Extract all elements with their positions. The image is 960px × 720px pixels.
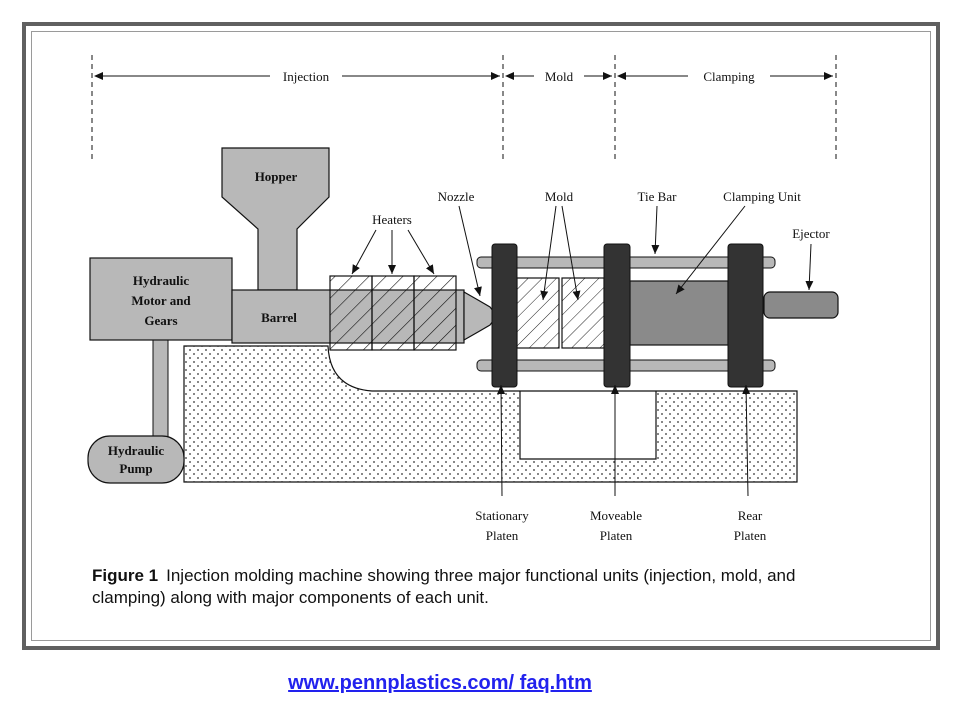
moveable-platen: [603, 243, 631, 388]
heater-band-2: [371, 275, 415, 351]
stationary-platen: [491, 243, 518, 388]
mold-callout: Mold: [545, 189, 574, 204]
section-label-clamping: Clamping: [703, 69, 755, 84]
pump-column: [152, 334, 169, 446]
pump-label-line1: Hydraulic: [108, 443, 165, 458]
figure-inner-border: [31, 31, 931, 641]
hopper-label: Hopper: [255, 169, 298, 184]
rear-platen-label-line2: Platen: [734, 528, 767, 543]
section-label-injection: Injection: [283, 69, 330, 84]
mold-half-stationary: [516, 277, 560, 349]
moveable-platen-label-line1: Moveable: [590, 508, 642, 523]
motor-label-line2: Motor and: [131, 293, 191, 308]
clamping-unit-callout: Clamping Unit: [723, 189, 801, 204]
figure-label: Figure 1: [92, 566, 159, 585]
section-dimension-lines: [91, 55, 837, 160]
motor-label-line3: Gears: [144, 313, 177, 328]
heaters-callout: Heaters: [372, 212, 412, 227]
tie-bar-callout: Tie Bar: [638, 189, 678, 204]
motor-label-line1: Hydraulic: [133, 273, 190, 288]
ejector-callout: Ejector: [792, 226, 830, 241]
heater-band-3: [413, 275, 457, 351]
machine-base: [183, 345, 798, 483]
pump-label-line2: Pump: [119, 461, 152, 476]
ejector-rod: [763, 291, 839, 319]
nozzle-callout: Nozzle: [438, 189, 475, 204]
stationary-platen-label-line2: Platen: [486, 528, 519, 543]
rear-platen-label-line1: Rear: [738, 508, 763, 523]
hydraulic-pump: [87, 435, 185, 484]
nozzle: [463, 290, 495, 342]
figure-caption-text: Injection molding machine showing three …: [92, 566, 796, 607]
heater-band-1: [329, 275, 373, 351]
moveable-platen-label-line2: Platen: [600, 528, 633, 543]
mold-half-moveable: [561, 277, 605, 349]
source-link[interactable]: www.pennplastics.com/ faq.htm: [288, 672, 592, 694]
barrel-label: Barrel: [261, 310, 297, 325]
section-label-mold: Mold: [545, 69, 574, 84]
stationary-platen-label-line1: Stationary: [475, 508, 529, 523]
rear-platen: [727, 243, 764, 388]
